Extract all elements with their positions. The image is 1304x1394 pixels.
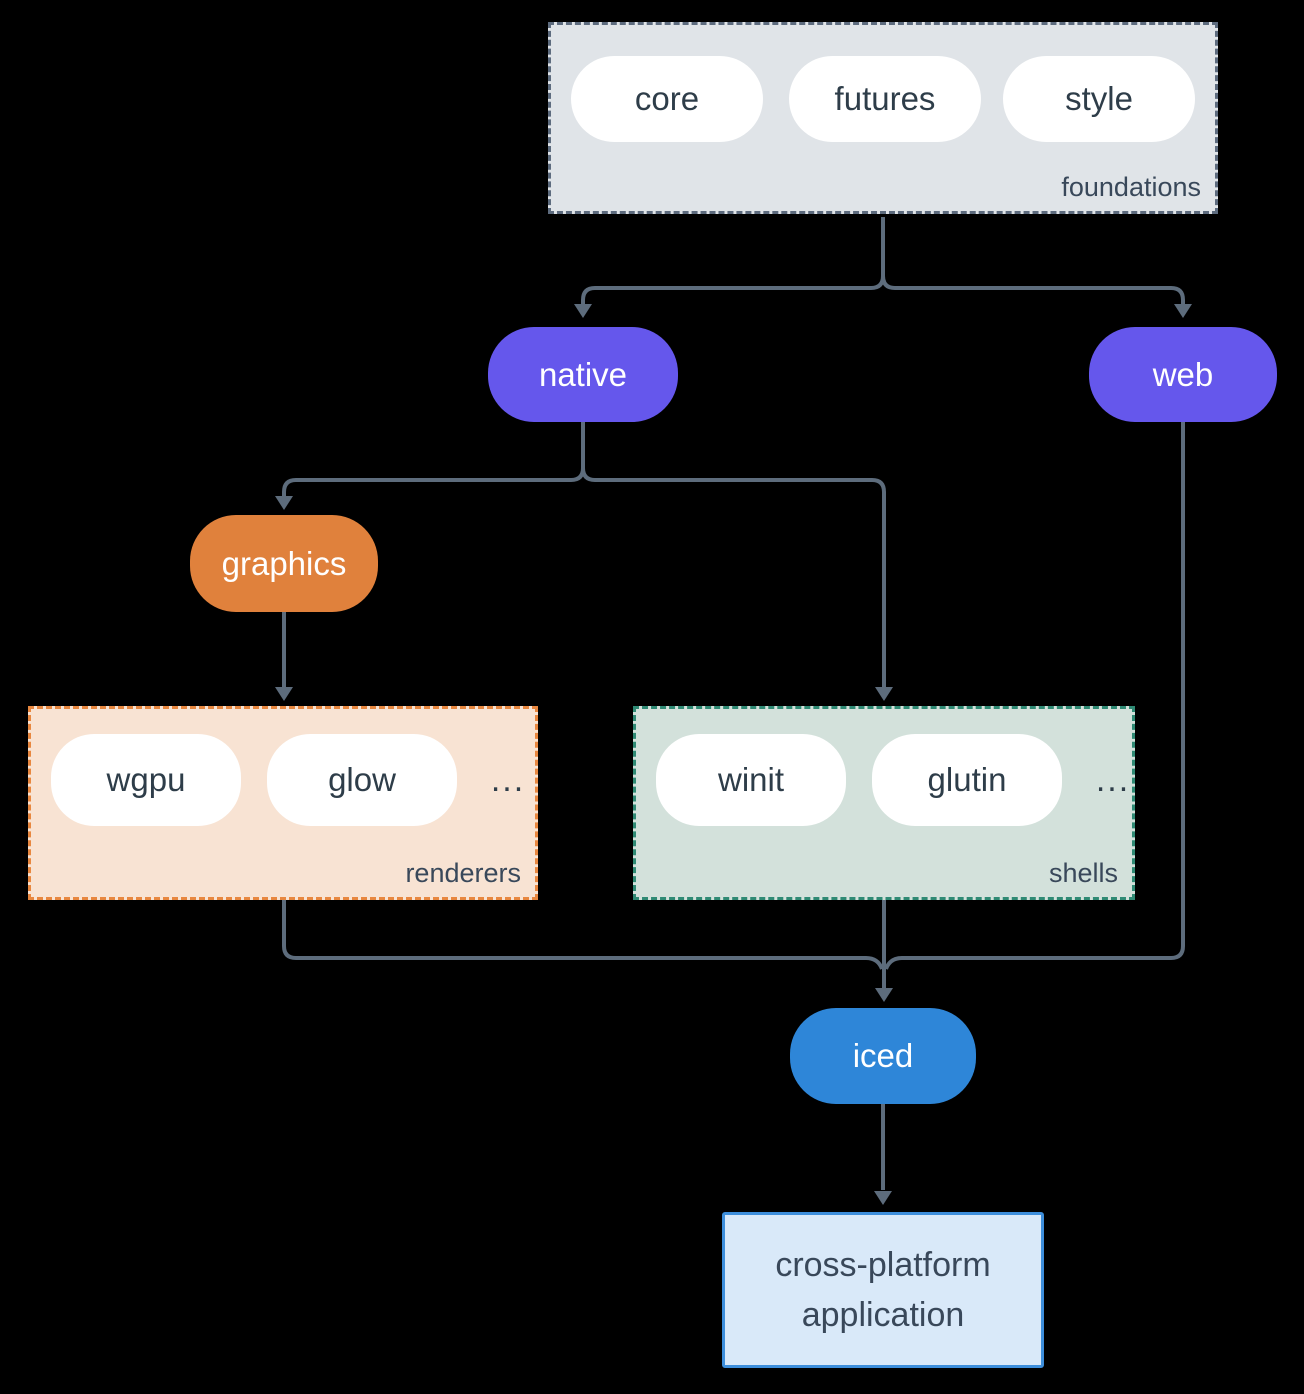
group-foundations-label: foundations: [1061, 172, 1201, 202]
node-cross-platform-application: cross-platform application: [722, 1212, 1044, 1368]
node-style: style: [1003, 56, 1195, 142]
node-core: core: [571, 56, 763, 142]
edge-native-shells: [581, 422, 886, 687]
node-wgpu: wgpu: [51, 734, 241, 826]
node-native: native: [488, 327, 678, 422]
node-glutin-label: glutin: [927, 761, 1007, 798]
arrowhead-web: [1174, 304, 1192, 318]
renderers-ellipsis: ...: [490, 760, 526, 799]
node-winit-label: winit: [717, 761, 785, 798]
node-glutin: glutin: [872, 734, 1062, 826]
group-renderers-label: renderers: [405, 858, 521, 888]
node-core-label: core: [634, 80, 700, 117]
arrowhead-renderers: [275, 687, 293, 701]
arrowhead-shells: [875, 687, 893, 701]
edge-foundations-web: [881, 217, 1185, 304]
shells-ellipsis: ...: [1095, 760, 1131, 799]
node-glow: glow: [267, 734, 457, 826]
node-glow-label: glow: [328, 761, 396, 798]
node-futures: futures: [789, 56, 981, 142]
arrowhead-app: [874, 1191, 892, 1205]
app-label-line1: cross-platform: [775, 1246, 991, 1284]
node-winit: winit: [656, 734, 846, 826]
node-futures-label: futures: [834, 80, 936, 117]
group-shells: winit glutin ... shells: [633, 706, 1135, 900]
arrowhead-native: [574, 304, 592, 318]
edge-renderers-iced: [282, 900, 884, 970]
node-iced: iced: [790, 1008, 976, 1104]
arrowhead-iced: [875, 988, 893, 1002]
node-iced-label: iced: [852, 1037, 914, 1074]
node-graphics: graphics: [190, 515, 378, 612]
group-foundations: core futures style foundations: [548, 22, 1218, 214]
group-shells-label: shells: [1048, 858, 1118, 888]
edge-web-iced: [884, 422, 1185, 970]
group-renderers: wgpu glow ... renderers: [28, 706, 538, 900]
node-style-label: style: [1065, 80, 1133, 117]
node-web-label: web: [1152, 355, 1214, 393]
arrowhead-graphics: [275, 496, 293, 510]
node-web: web: [1089, 327, 1277, 422]
node-graphics-label: graphics: [221, 544, 347, 582]
node-native-label: native: [538, 355, 628, 393]
edge-native-graphics: [282, 422, 585, 496]
app-label-line2: application: [801, 1296, 965, 1334]
edge-foundations-native: [581, 217, 885, 304]
node-wgpu-label: wgpu: [106, 761, 186, 798]
